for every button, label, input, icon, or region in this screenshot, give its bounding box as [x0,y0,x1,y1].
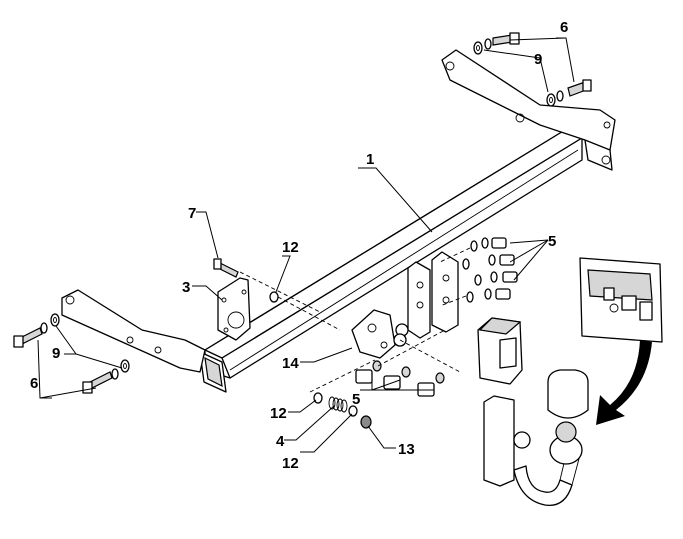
right-lower-bolt [546,79,592,107]
callout-spring: 4 [276,433,285,450]
socket-bolt [213,258,279,303]
callout-connection-bolts: 5 [548,233,556,250]
left-mounting-arm [61,289,206,373]
callout-lock-spacer: 14 [282,355,299,372]
callout-lock-nut: 13 [398,441,415,458]
socket-inset [579,257,663,343]
spring [328,396,348,413]
callout-frame-bolts-right: 6 [560,19,568,36]
detachable-ball-neck [477,317,589,506]
callout-main-frame: 1 [366,151,374,168]
curved-arrow [596,340,652,425]
main-cross-beam [199,129,583,393]
callout-socket-bracket: 3 [182,279,190,296]
left-lower-bolt [82,359,130,394]
callout-washers-left: 9 [52,345,60,362]
neck-bracket [351,309,409,359]
lock-hardware [313,392,372,429]
center-mounting-plates [407,251,459,339]
leader-lines [37,37,575,453]
lower-bolt-set [355,360,445,397]
callout-socket-bolt: 7 [188,205,196,222]
callout-frame-bolts-left: 6 [30,375,38,392]
connection-bolt-cluster [462,237,518,303]
callout-lock-washer-lower: 12 [282,455,299,472]
callout-lock-washer-upper: 12 [270,405,287,422]
right-top-bolt [473,32,520,55]
left-top-bolt [13,313,60,348]
callout-washers-right: 9 [534,51,542,68]
right-mounting-arm [441,49,616,171]
callout-ball-bolts: 5 [352,391,360,408]
socket-bracket [217,277,251,341]
callout-socket-nut: 12 [282,239,299,256]
